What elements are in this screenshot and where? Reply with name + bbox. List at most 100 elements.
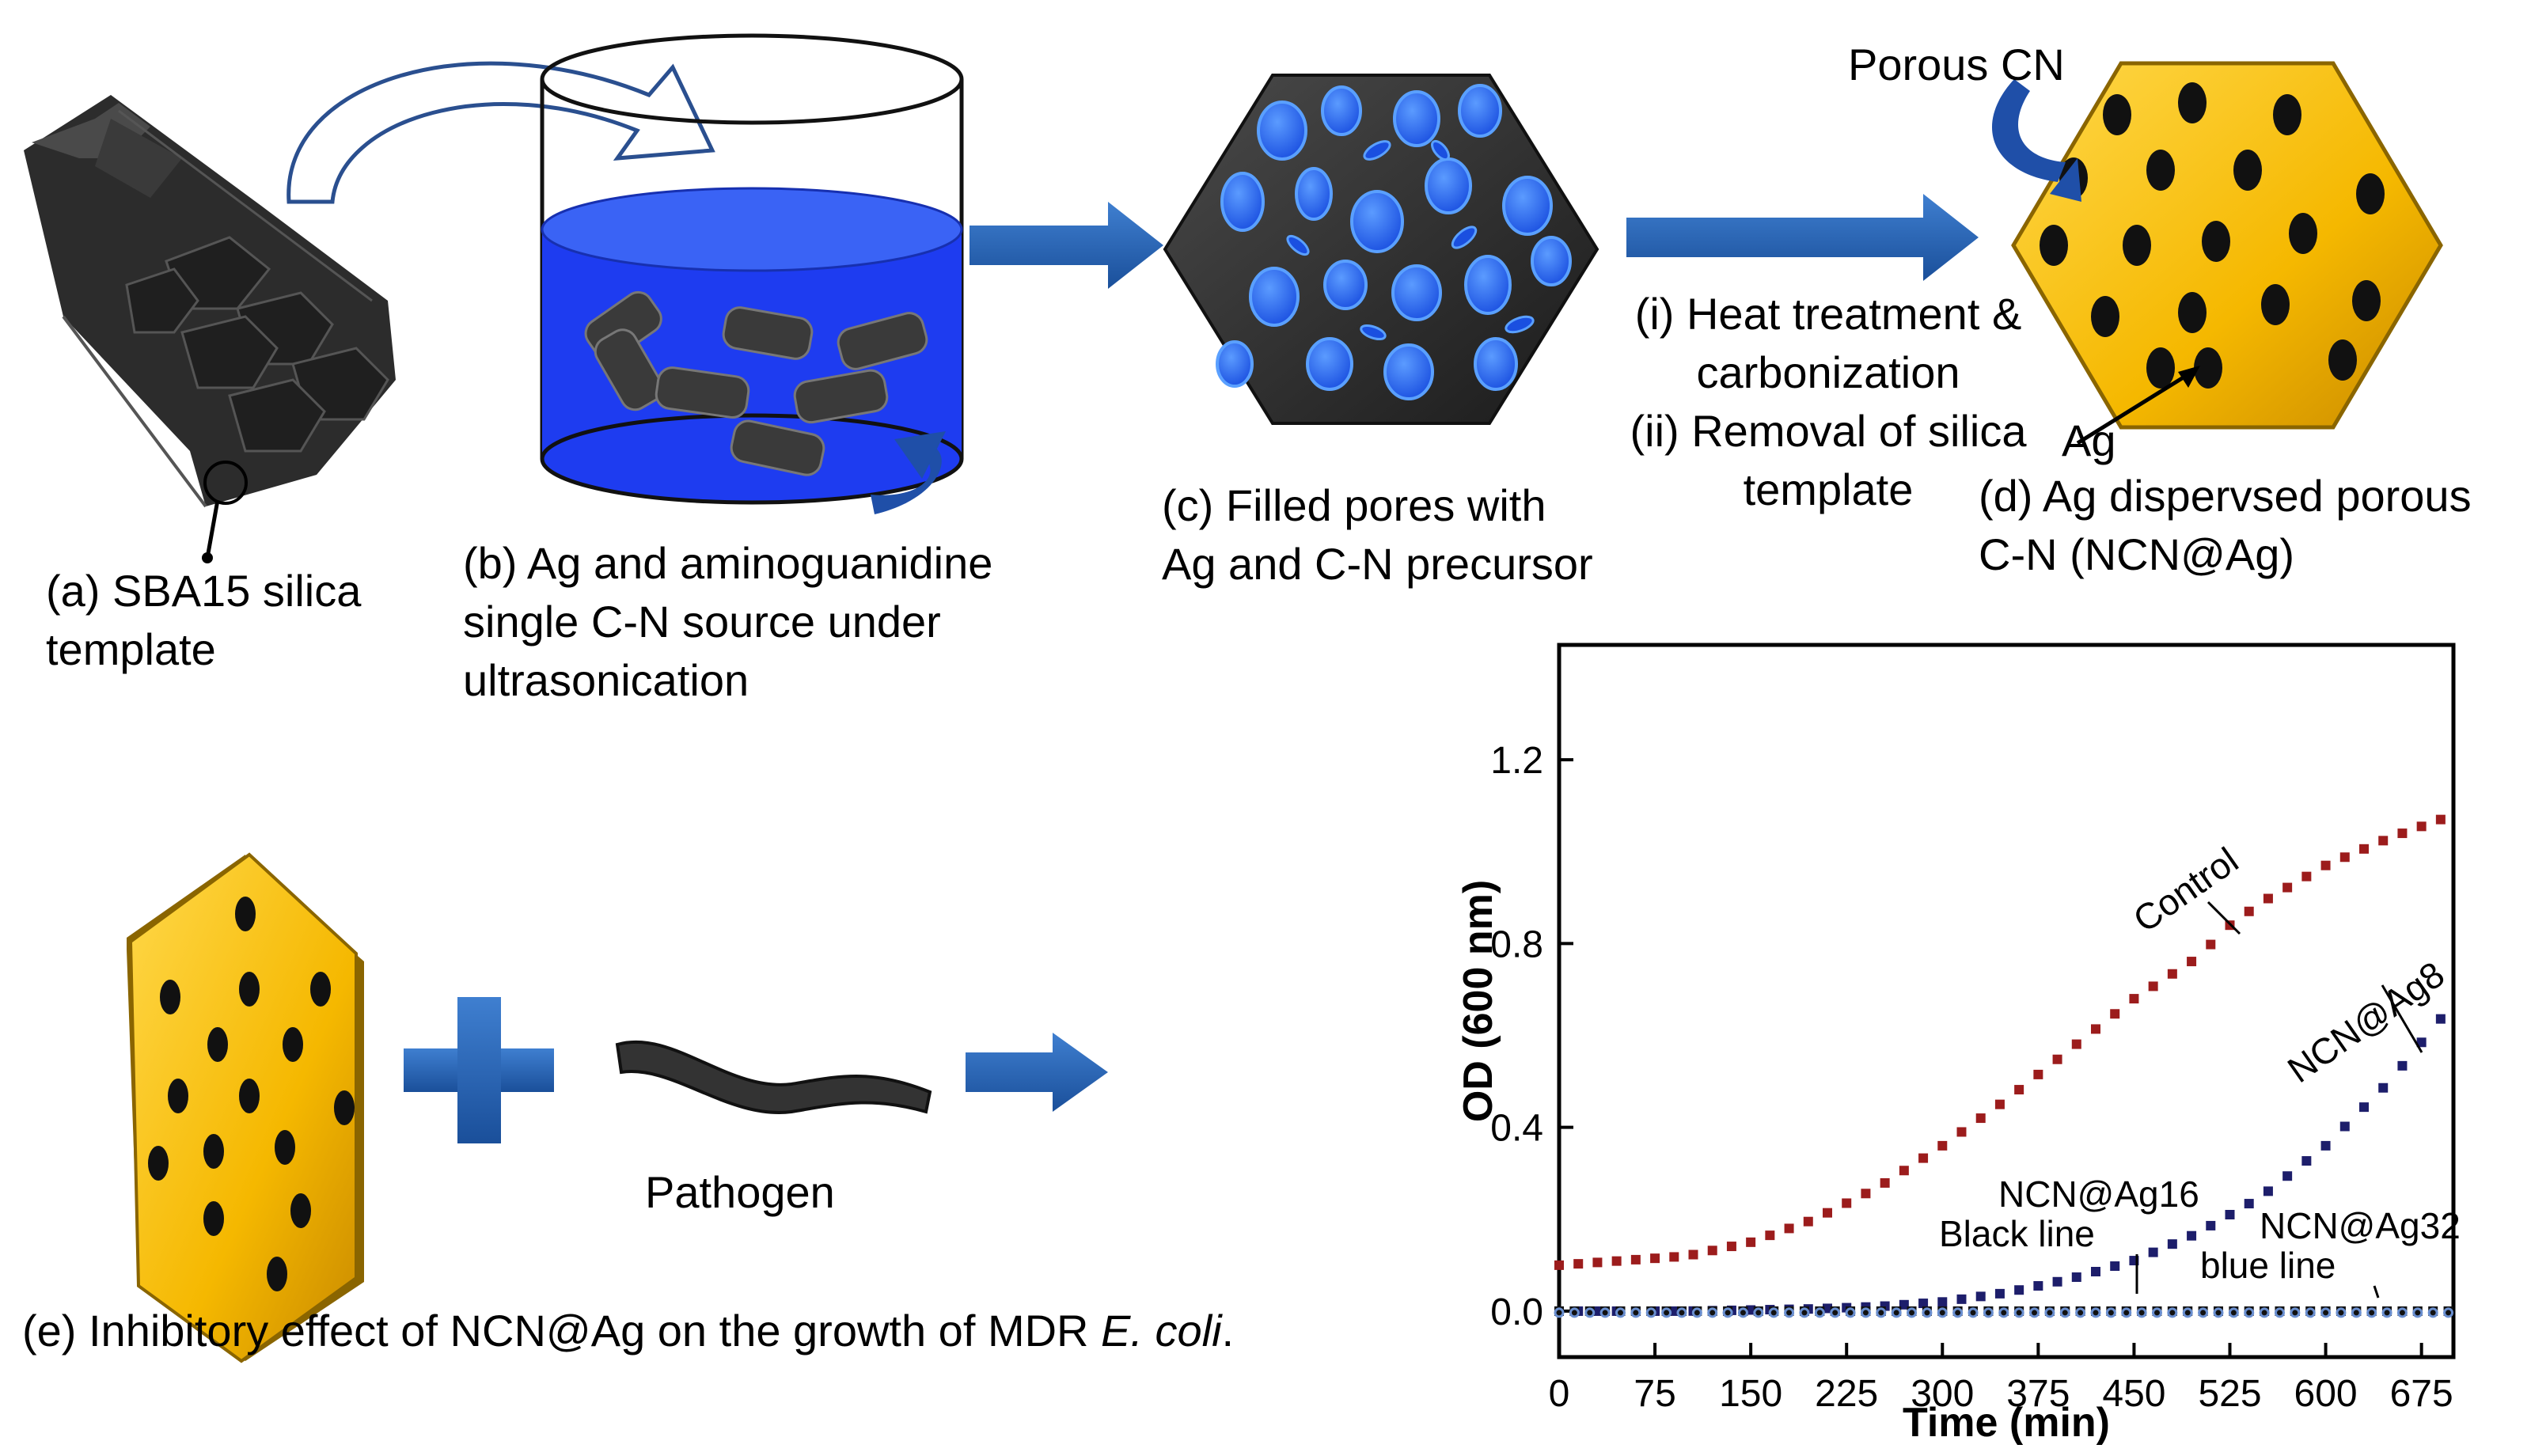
data-point <box>1830 1307 1841 1318</box>
step-b-label: (b) Ag and aminoguanidine single C-N sou… <box>463 534 992 710</box>
x-tick-label: 225 <box>1815 1373 1878 1415</box>
data-point <box>2359 1102 2369 1113</box>
data-point <box>1615 1307 1626 1318</box>
x-tick-label: 450 <box>2102 1373 2165 1415</box>
data-point <box>2014 1285 2024 1295</box>
data-point <box>1784 1307 1795 1318</box>
data-point <box>2359 844 2369 854</box>
data-point <box>1630 1307 1641 1318</box>
data-point <box>2148 981 2158 992</box>
data-point <box>1975 1291 1986 1302</box>
data-point <box>1994 1099 2005 1109</box>
data-point <box>1746 1305 1756 1315</box>
data-point <box>2052 1054 2062 1064</box>
data-point <box>2110 1009 2120 1019</box>
data-point <box>1669 1306 1679 1316</box>
data-point <box>1845 1307 1856 1318</box>
data-point <box>2075 1307 2086 1318</box>
data-point <box>1823 1303 1832 1314</box>
data-point <box>1726 1242 1736 1252</box>
data-point <box>2029 1307 2040 1318</box>
data-point <box>1899 1166 1909 1176</box>
x-tick-label: 75 <box>1634 1373 1675 1415</box>
data-point <box>1899 1299 1909 1310</box>
annotation-black-line: Black line <box>1939 1213 2095 1254</box>
pathogen-label: Pathogen <box>645 1167 835 1217</box>
beaker-icon <box>540 33 964 514</box>
data-point <box>2381 1307 2392 1318</box>
data-point <box>2013 1307 2024 1318</box>
x-tick-label: 600 <box>2294 1373 2358 1415</box>
process-line2: carbonization <box>1696 347 1960 397</box>
data-point <box>1569 1307 1580 1318</box>
x-tick-label: 150 <box>1719 1373 1782 1415</box>
data-point <box>1661 1307 1672 1318</box>
data-point <box>1876 1307 1887 1318</box>
y-tick-label: 0.4 <box>1490 1108 1543 1150</box>
data-point <box>1842 1198 1852 1208</box>
data-point <box>1998 1307 2009 1318</box>
data-point <box>1592 1257 1603 1268</box>
data-point <box>1922 1307 1933 1318</box>
ag-label: Ag <box>2062 415 2116 465</box>
data-point <box>2228 1307 2239 1318</box>
data-point <box>1691 1307 1702 1318</box>
data-point <box>1688 1249 1698 1260</box>
annotation-ncn-ag32: NCN@Ag32 <box>2260 1205 2461 1246</box>
process-line3: (ii) Removal of silica <box>1630 406 2027 456</box>
series-ncn-ag32 <box>1554 1307 2454 1318</box>
step-d-line2: C-N (NCN@Ag) <box>1979 529 2295 579</box>
data-point <box>2206 939 2216 950</box>
porous-cn-label: Porous CN <box>1848 40 2065 89</box>
data-point <box>2366 1307 2377 1318</box>
data-point <box>2396 1307 2408 1318</box>
process-line1: (i) Heat treatment & <box>1634 289 2022 339</box>
data-point <box>1937 1297 1948 1307</box>
x-tick-label: 525 <box>2198 1373 2261 1415</box>
arrow-right-icon <box>970 202 1163 289</box>
porous-cn-hexagon-icon <box>1991 61 2443 446</box>
data-point <box>2014 1085 2024 1095</box>
annotation-ncn-ag32-pointer <box>2373 1285 2380 1299</box>
step-b-line2: single C-N source under <box>463 597 941 646</box>
data-point <box>1599 1307 1611 1318</box>
data-point <box>2136 1307 2147 1318</box>
data-point <box>2244 906 2254 916</box>
data-point <box>1676 1307 1687 1318</box>
data-point <box>2206 1220 2216 1230</box>
step-d-line1: (d) Ag dispervsed porous <box>1979 471 2472 521</box>
x-tick-label: 300 <box>1911 1373 1974 1415</box>
data-point <box>2263 1186 2273 1196</box>
data-point <box>2044 1307 2055 1318</box>
step-d-label: (d) Ag dispervsed porous C-N (NCN@Ag) <box>1979 467 2472 584</box>
data-point <box>2274 1307 2285 1318</box>
data-point <box>2427 1307 2438 1318</box>
data-point <box>2129 994 2139 1004</box>
data-point <box>2110 1261 2120 1272</box>
process-line4: template <box>1743 464 1914 514</box>
step-e-caption-italic: E. coli <box>1101 1306 1222 1356</box>
data-point <box>1891 1307 1902 1318</box>
y-axis-title: OD (600 nm) <box>1455 880 1501 1122</box>
annotation-ncn-ag16: NCN@Ag16 <box>1998 1174 2199 1215</box>
data-point <box>2263 893 2273 904</box>
data-point <box>2182 1307 2193 1318</box>
data-point <box>1799 1307 1810 1318</box>
filled-pores-hexagon-icon <box>1163 74 1599 425</box>
data-point <box>2090 1307 2101 1318</box>
data-point <box>1650 1253 1660 1264</box>
data-point <box>1918 1153 1929 1163</box>
magnify-circle-icon <box>203 461 248 505</box>
data-point <box>2443 1307 2454 1318</box>
data-point <box>1937 1140 1948 1151</box>
data-point <box>2435 814 2446 825</box>
data-point <box>2397 828 2408 839</box>
data-point <box>1861 1189 1871 1199</box>
data-point <box>2071 1272 2081 1282</box>
step-e-caption-prefix: (e) Inhibitory effect of NCN@Ag on the g… <box>22 1306 1102 1356</box>
data-point <box>1952 1307 1964 1318</box>
data-point <box>2282 882 2293 893</box>
